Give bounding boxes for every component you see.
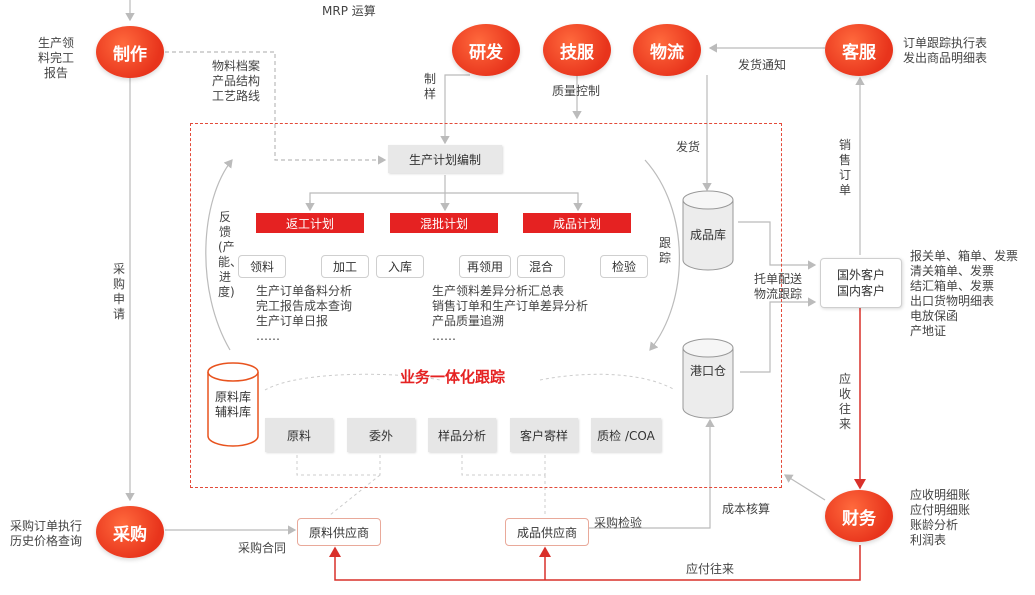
label-yingfu: 应付往来 [686, 562, 735, 576]
label-fankui: 反馈(产能、进度) [218, 210, 243, 299]
label-chengben: 成本核算 [722, 502, 771, 516]
node-jifu[interactable]: 技服 [543, 24, 611, 76]
customers-box[interactable]: 国外客户 国内客户 [820, 258, 902, 308]
label-yingshou: 应收往来 [838, 372, 851, 431]
plan-hunpi[interactable]: 混批计划 [390, 213, 498, 233]
label-caigou-shenqing: 采购申请 [112, 262, 125, 321]
flow-step[interactable]: 混合 [517, 255, 565, 278]
analysis-right: 生产领料差异分析汇总表 销售订单和生产订单差异分析 产品质量追溯 …… [432, 284, 589, 343]
cylinder-icon [207, 362, 259, 447]
plan-fangong[interactable]: 返工计划 [256, 213, 364, 233]
plan-top-box[interactable]: 生产计划编制 [388, 145, 502, 173]
bottom-box-weiwai[interactable]: 委外 [347, 418, 415, 452]
flow-step[interactable]: 加工 [321, 255, 369, 278]
node-kefu[interactable]: 客服 [825, 24, 893, 76]
store-chengpin[interactable]: 成品库 [682, 190, 734, 272]
flow-step[interactable]: 入库 [376, 255, 424, 278]
analysis-left: 生产订单备料分析 完工报告成本查询 生产订单日报 …… [256, 284, 353, 343]
label-kefu-side: 订单跟踪执行表 发出商品明细表 [903, 36, 988, 65]
bottom-box-yangpin[interactable]: 样品分析 [428, 418, 496, 452]
supplier-yuanliao[interactable]: 原料供应商 [297, 518, 381, 546]
label-wuliao: 物料档案 产品结构 工艺路线 [212, 59, 261, 103]
label-baoguan: 报关单、箱单、发票 清关箱单、发票 结汇箱单、发票 出口货物明细表 电放保函 产… [910, 249, 1019, 338]
label-zhizuo-side: 生产领 料完工 报告 [38, 36, 75, 80]
plan-chengpin[interactable]: 成品计划 [523, 213, 631, 233]
store-yuanliao[interactable]: 原料库 辅料库 [207, 362, 259, 448]
label-tuodan: 托单配送 物流跟踪 [754, 272, 803, 301]
cylinder-icon [682, 190, 734, 271]
node-zhizuo[interactable]: 制作 [96, 26, 164, 78]
label-caigou-side: 采购订单执行 历史价格查询 [10, 519, 83, 548]
label-zhiliang: 质量控制 [552, 84, 601, 98]
node-caigou[interactable]: 采购 [96, 506, 164, 558]
node-wuliu[interactable]: 物流 [633, 24, 701, 76]
label-fahuo: 发货 [676, 140, 701, 154]
supplier-chengpin[interactable]: 成品供应商 [505, 518, 589, 546]
bottom-box-jiyang[interactable]: 客户寄样 [510, 418, 578, 452]
label-caigou-hetong: 采购合同 [238, 541, 287, 555]
bottom-box-yuanliao[interactable]: 原料 [265, 418, 333, 452]
label-fahuo-tongzhi: 发货通知 [738, 58, 787, 72]
center-title: 业务一体化跟踪 [400, 368, 506, 386]
flow-step[interactable]: 检验 [600, 255, 648, 278]
label-zhiyang: 制样 [423, 72, 436, 101]
flow-step[interactable]: 再领用 [459, 255, 511, 278]
label-caigou-jianyan: 采购检验 [594, 516, 643, 530]
cylinder-icon [682, 338, 734, 419]
store-gangkou[interactable]: 港口仓 [682, 338, 734, 420]
label-genzong: 跟踪 [658, 236, 671, 265]
node-yanfa[interactable]: 研发 [452, 24, 520, 76]
node-caiwu[interactable]: 财务 [825, 490, 893, 542]
bottom-box-zhijian[interactable]: 质检 /COA [591, 418, 661, 452]
label-xiaoshou-dingdan: 销售订单 [838, 138, 851, 197]
label-caiwu-side: 应收明细账 应付明细账 账龄分析 利润表 [910, 488, 971, 547]
label-mrp: MRP 运算 [322, 4, 376, 18]
flow-step[interactable]: 领料 [238, 255, 286, 278]
integration-frame [190, 123, 782, 488]
